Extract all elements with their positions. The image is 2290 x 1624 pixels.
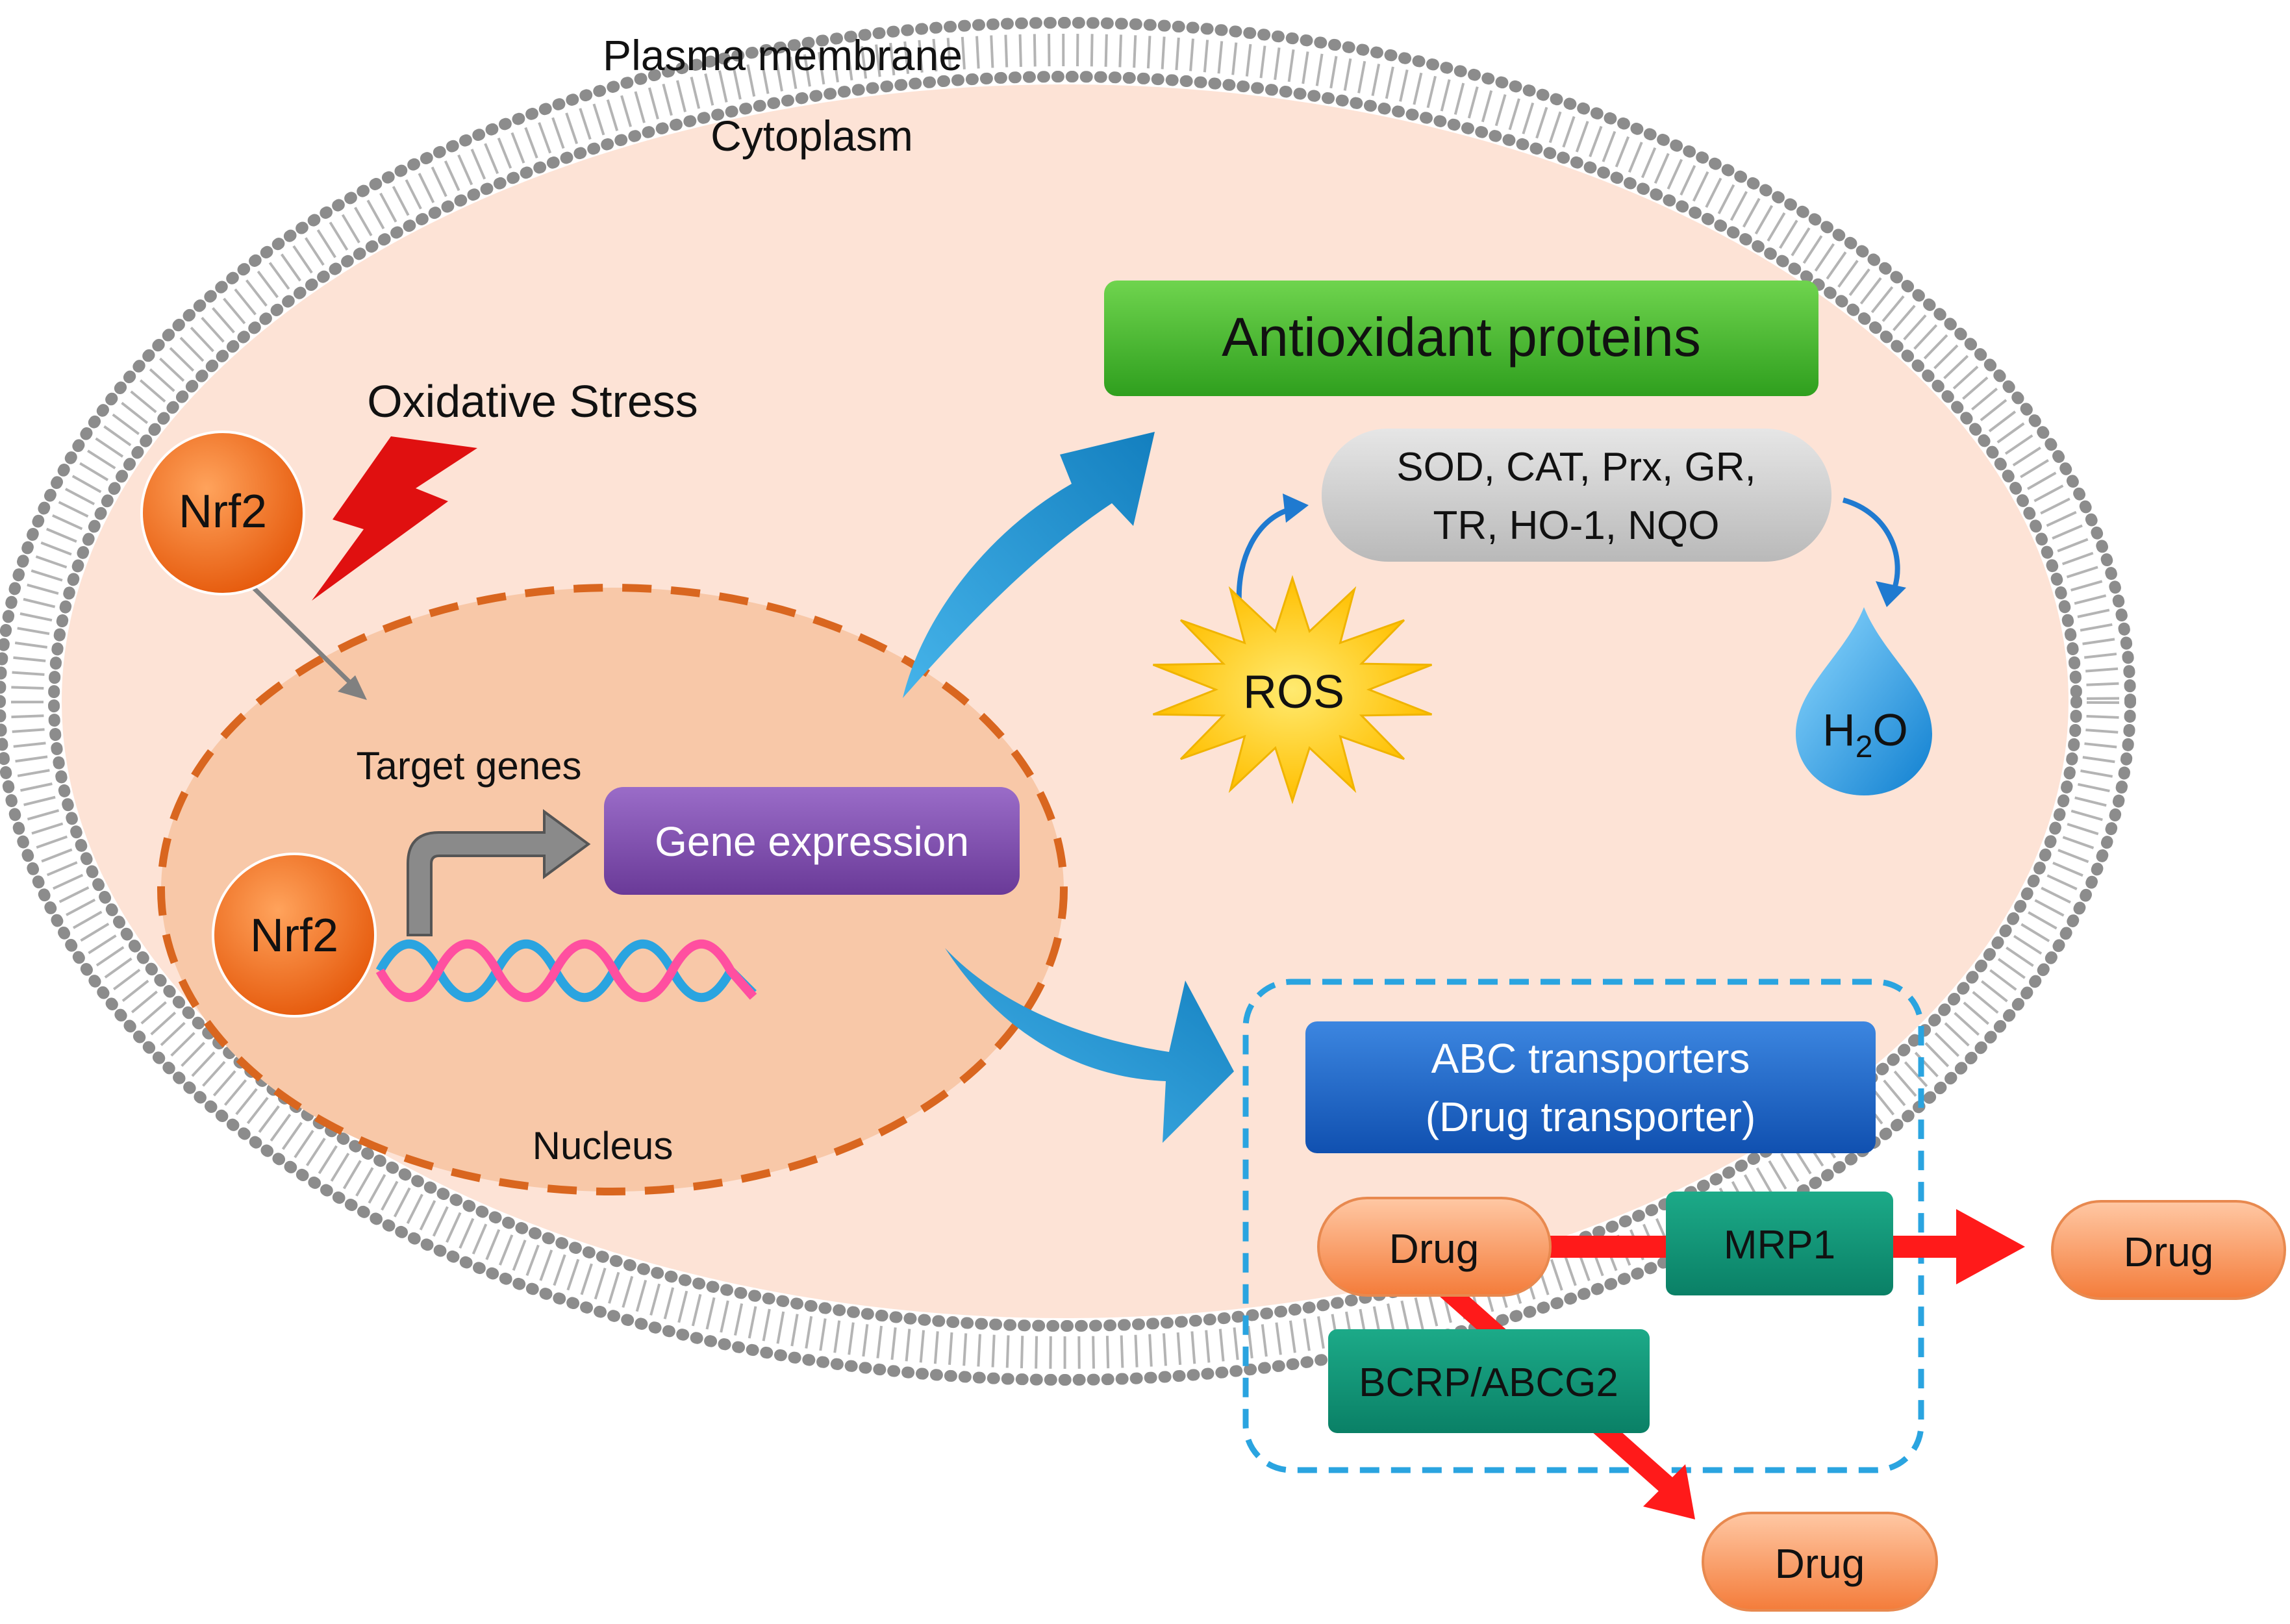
upregulation-arrow-down	[945, 948, 1234, 1143]
water-label: H2O	[1822, 705, 1908, 764]
oxidative-stress-label: Oxidative Stress	[367, 376, 698, 427]
enzymes-to-water-arrow	[1842, 497, 1900, 593]
efflux-arrowhead-mrp1-icon	[1956, 1209, 2025, 1284]
upregulation-arrow-up	[903, 432, 1155, 698]
ros-label: ROS	[1243, 666, 1344, 718]
efflux-arrowhead-bcrp-icon	[1643, 1464, 1695, 1519]
plasma-membrane	[0, 17, 2136, 1386]
bcrp-label: BCRP/ABCG2	[1359, 1360, 1618, 1405]
nrf2-cytoplasmic-label: Nrf2	[179, 486, 267, 538]
mrp1-label: MRP1	[1724, 1223, 1835, 1268]
enzymes-line2: TR, HO-1, NQO	[1433, 503, 1720, 548]
enzymes-line1: SOD, CAT, Prx, GR,	[1396, 445, 1755, 490]
ros-star: ROS	[1152, 575, 1433, 805]
abc-transporters-line2: (Drug transporter)	[1426, 1093, 1756, 1140]
nrf2-nuclear-label: Nrf2	[250, 910, 338, 962]
antioxidant-proteins-label: Antioxidant proteins	[1222, 306, 1701, 368]
gene-expression-box: Gene expression	[604, 787, 1020, 895]
water-arrowhead-icon	[1876, 581, 1906, 607]
drug-outside-right: Drug	[2051, 1200, 2286, 1300]
gene-expression-label: Gene expression	[655, 818, 969, 865]
drug-outside-bottom: Drug	[1702, 1512, 1938, 1612]
ros-arrowhead-icon	[1283, 493, 1309, 523]
transcription-arrow-icon	[407, 809, 591, 936]
drug-inside: Drug	[1317, 1197, 1552, 1297]
plasma-membrane-label: Plasma membrane	[603, 31, 963, 79]
nucleus-label: Nucleus	[533, 1124, 673, 1168]
translocation-arrow	[248, 582, 358, 690]
enzymes-box: SOD, CAT, Prx, GR, TR, HO-1, NQO	[1322, 429, 1831, 562]
transporter-region	[1242, 979, 1924, 1473]
drug-inside-label: Drug	[1389, 1225, 1479, 1272]
ros-to-enzymes-arrow	[1236, 507, 1290, 603]
translocation-arrowhead-icon	[338, 675, 367, 700]
nrf2-cytoplasmic: Nrf2	[140, 431, 305, 595]
target-genes-label: Target genes	[357, 744, 582, 788]
antioxidant-proteins-box: Antioxidant proteins	[1104, 281, 1818, 396]
mrp1-box: MRP1	[1666, 1192, 1893, 1295]
bcrp-box: BCRP/ABCG2	[1328, 1329, 1650, 1433]
drug-outside-bottom-label: Drug	[1775, 1540, 1865, 1587]
cytoplasm-label: Cytoplasm	[711, 112, 913, 160]
drug-outside-right-label: Drug	[2124, 1229, 2214, 1275]
dna-helix-icon	[375, 939, 757, 1003]
abc-transporters-box: ABC transporters (Drug transporter)	[1305, 1021, 1876, 1153]
water-drop-icon: H2O	[1796, 607, 1932, 795]
nrf2-nuclear: Nrf2	[212, 853, 377, 1018]
lightning-bolt-icon	[312, 436, 477, 601]
abc-transporters-line1: ABC transporters	[1431, 1035, 1750, 1082]
